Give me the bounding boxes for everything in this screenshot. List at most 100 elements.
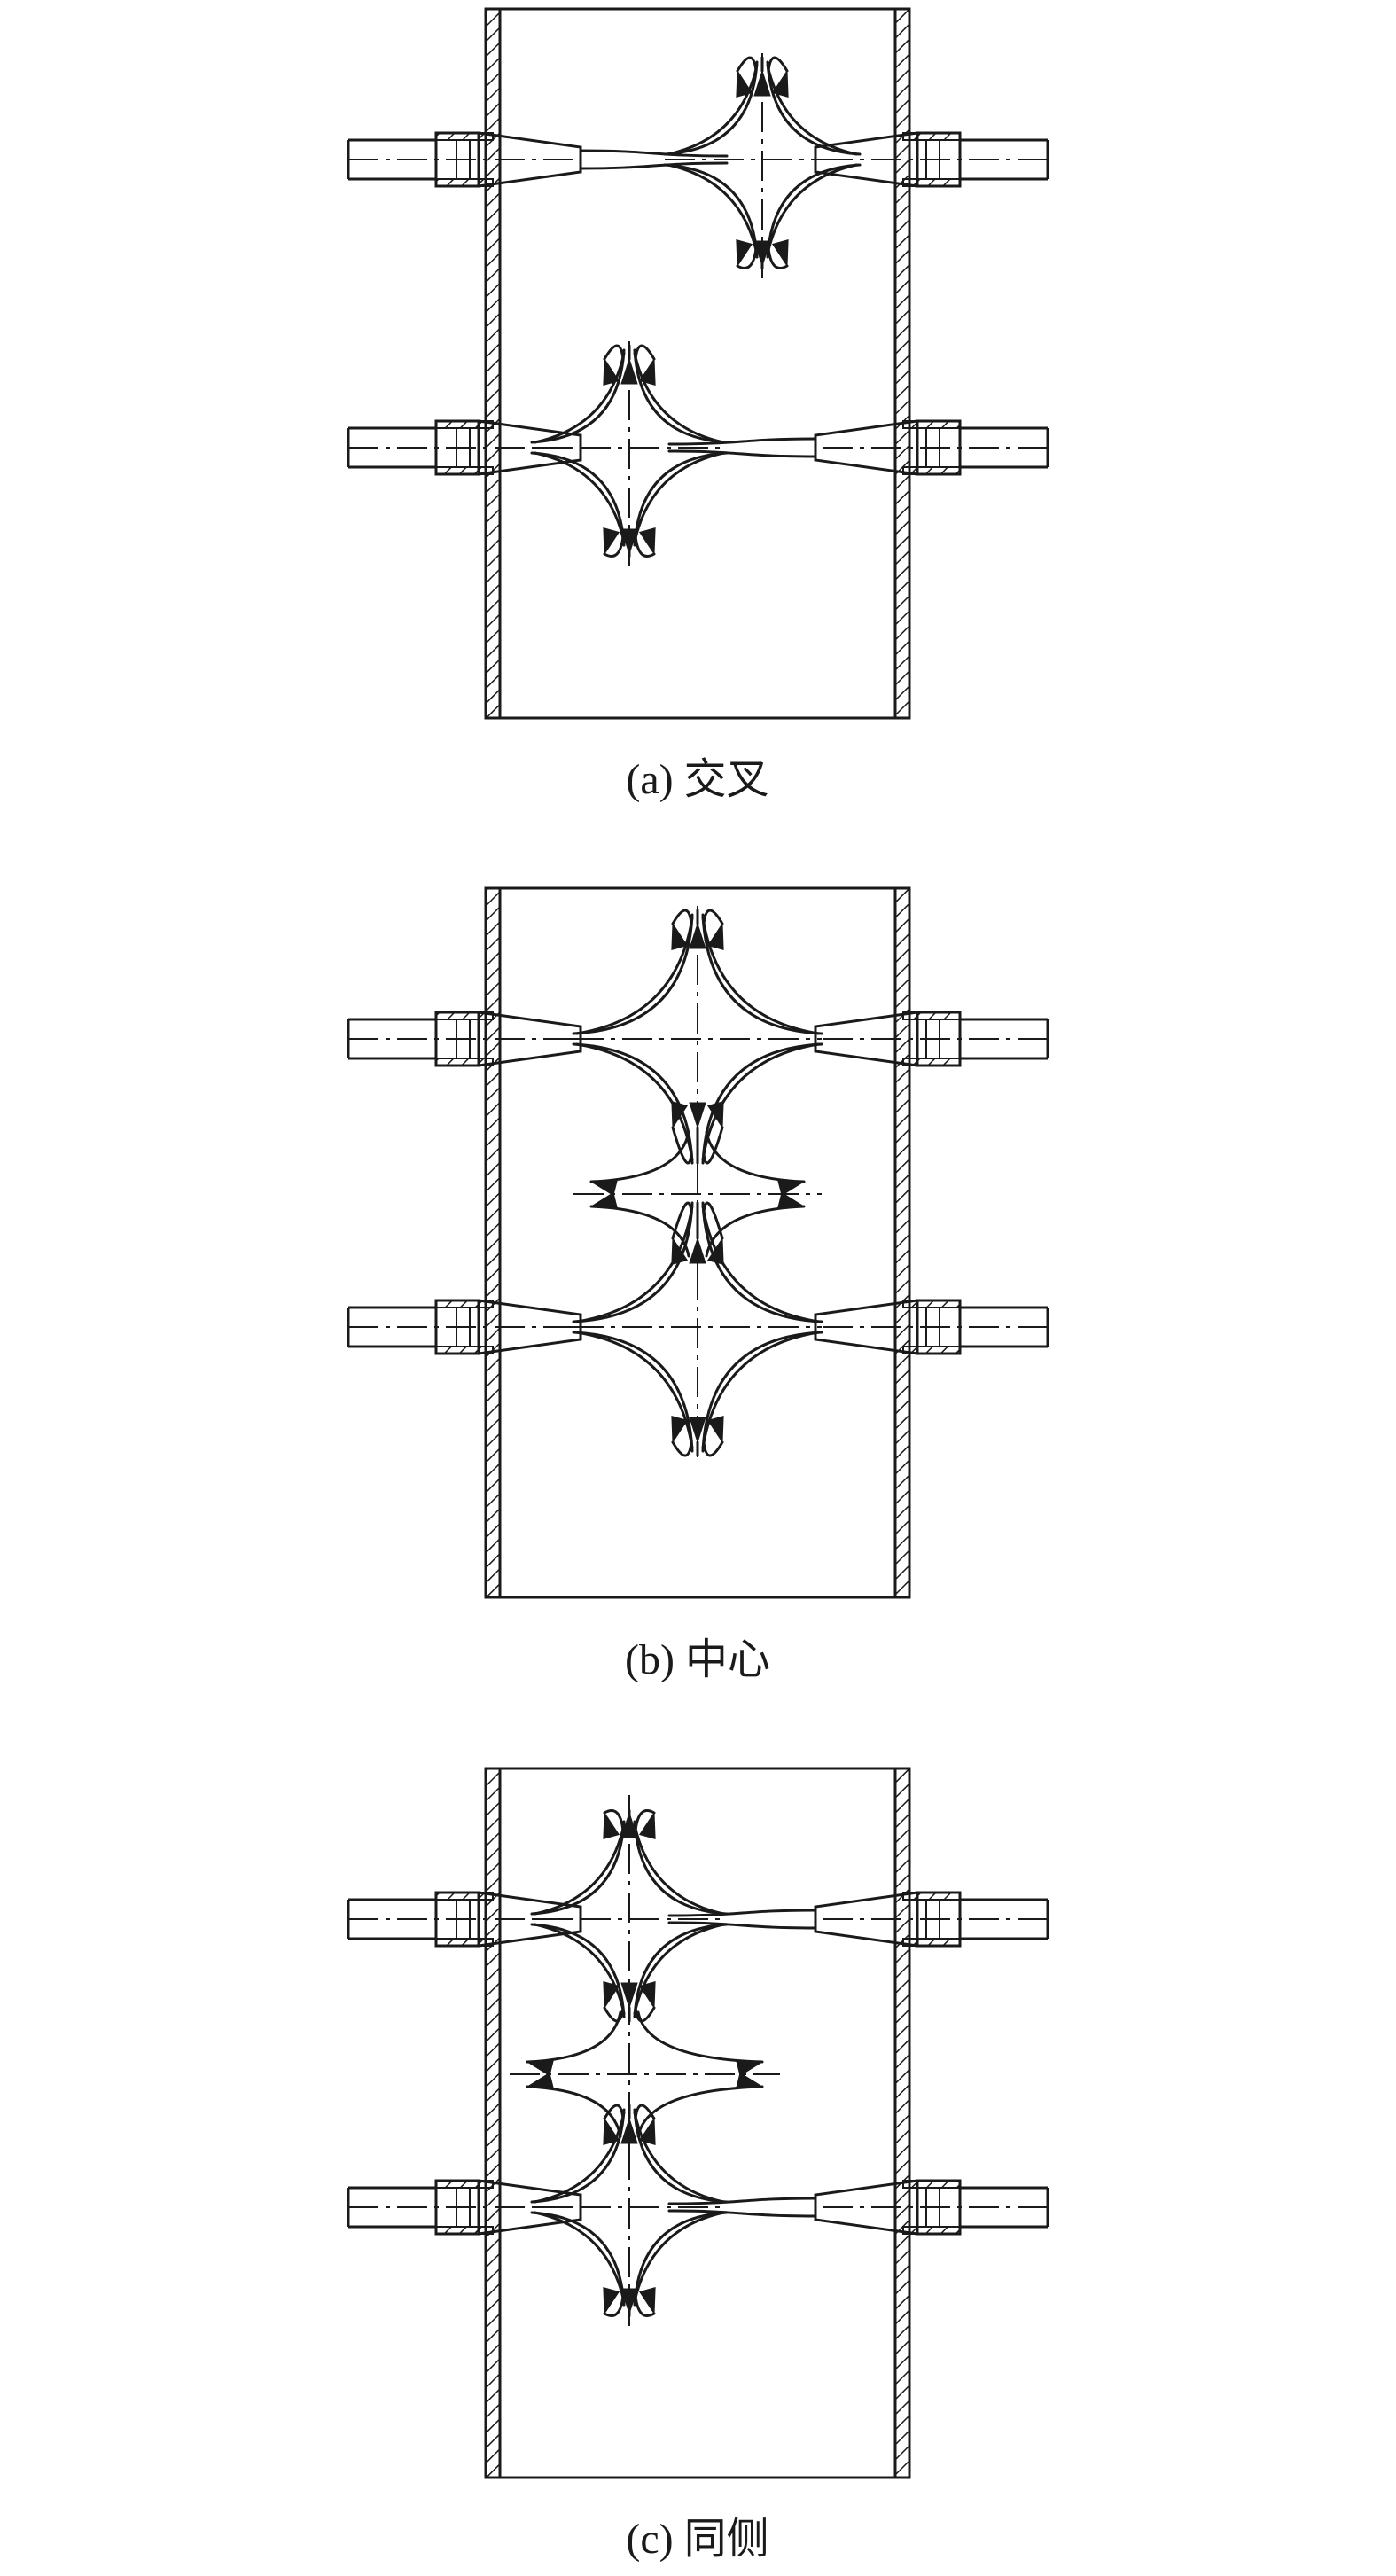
flow-arrow (671, 922, 689, 951)
flow-arrow (638, 1980, 656, 2010)
jet-core (579, 149, 729, 170)
flow-line (603, 535, 625, 558)
flow-arrow (589, 1179, 618, 1197)
flow-line (634, 2104, 656, 2120)
right-wall (893, 886, 911, 1599)
flow-arrow (526, 2072, 554, 2089)
flow-arrow (671, 1415, 689, 1444)
flow-boundary (572, 913, 694, 1035)
left-wall (484, 886, 502, 1599)
flow-arrow (638, 1811, 656, 1840)
flow-boundary (701, 1331, 820, 1449)
flow-boundary (633, 1923, 725, 2015)
flow-arrow (671, 1100, 689, 1129)
flow-arrow (736, 2059, 764, 2077)
flow-boundary (701, 913, 823, 1035)
flow-line (702, 909, 724, 925)
flow-line (603, 344, 625, 361)
left-wall (484, 7, 502, 720)
jet-core (667, 1909, 817, 1930)
flow-boundary (572, 1201, 694, 1323)
flow-arrow (777, 1191, 806, 1209)
flow-line (634, 1809, 656, 1832)
flow-line (636, 2010, 764, 2064)
flow-line (634, 344, 656, 361)
right-nozzle (814, 2179, 1049, 2236)
flow-arrow (689, 1417, 706, 1444)
flow-line (767, 56, 789, 73)
flow-arrow (736, 238, 753, 268)
secondary-impingement (573, 1114, 822, 1274)
impingement-zone (663, 53, 862, 284)
flow-arrow (526, 2059, 554, 2077)
flow-arrow (603, 2117, 620, 2146)
impingement-zone (530, 341, 729, 572)
flow-boundary (633, 2211, 725, 2303)
flow-line (671, 909, 693, 925)
flow-arrow (603, 2286, 620, 2315)
left-nozzle (347, 419, 582, 476)
flow-boundary (701, 1042, 823, 1165)
flow-arrow (736, 69, 753, 98)
right-nozzle (814, 1011, 1049, 1067)
flow-arrow (603, 1811, 620, 1840)
flow-line (736, 56, 758, 73)
flow-line (702, 1201, 724, 1240)
flow-arrow (603, 357, 620, 386)
flow-line (634, 2294, 656, 2317)
flow-line (526, 2010, 622, 2064)
impingement-zone (530, 2101, 729, 2331)
flow-arrow (638, 2117, 656, 2146)
left-nozzle (347, 1011, 582, 1067)
flow-arrow (706, 922, 724, 951)
vessel (484, 1767, 911, 2479)
flow-arrow (589, 1191, 618, 1209)
right-nozzle (814, 419, 1049, 476)
panel-b-caption: (b) 中心 (625, 1636, 770, 1683)
flow-boundary (633, 1820, 729, 1916)
left-wall (484, 1767, 502, 2479)
panel-c-caption: (c) 同侧 (626, 2516, 768, 2563)
flow-boundary (701, 1205, 820, 1323)
flow-arrow (671, 1237, 689, 1266)
flow-boundary (572, 1042, 694, 1165)
flow-boundary (701, 1201, 823, 1323)
flow-boundary (530, 2108, 626, 2204)
flow-arrow (771, 69, 789, 98)
flow-boundary (633, 1923, 729, 2018)
vessel (484, 7, 911, 720)
flow-boundary (530, 348, 626, 444)
right-wall (893, 7, 911, 720)
flow-boundary (633, 451, 729, 547)
flow-boundary (572, 1331, 694, 1453)
flow-line (603, 2294, 625, 2317)
impingement-zone (530, 1795, 729, 2026)
flow-arrow (620, 528, 638, 556)
flow-boundary (633, 348, 729, 444)
flow-boundary (667, 64, 759, 156)
flow-boundary (575, 1205, 694, 1323)
flow-boundary (633, 2108, 729, 2204)
flow-arrow (753, 69, 771, 97)
panel-c-same-side (347, 1767, 1049, 2479)
flow-line (702, 1126, 724, 1165)
flow-arrow (771, 238, 789, 268)
flow-boundary (534, 1823, 626, 1916)
flow-line (705, 1130, 806, 1183)
flow-boundary (534, 451, 626, 543)
jet-core (667, 2197, 817, 2218)
right-nozzle (814, 1299, 1049, 1355)
flow-boundary (530, 451, 626, 547)
left-nozzle (347, 2179, 582, 2236)
flow-line (603, 2104, 625, 2120)
flow-boundary (663, 163, 759, 259)
flow-line (634, 535, 656, 558)
flow-line (736, 246, 758, 269)
flow-boundary (766, 64, 858, 156)
jet-core (667, 437, 817, 458)
left-nozzle (347, 1299, 582, 1355)
panel-b-center (347, 886, 1049, 1599)
flow-arrow (603, 1980, 620, 2010)
flow-boundary (530, 1923, 626, 2018)
